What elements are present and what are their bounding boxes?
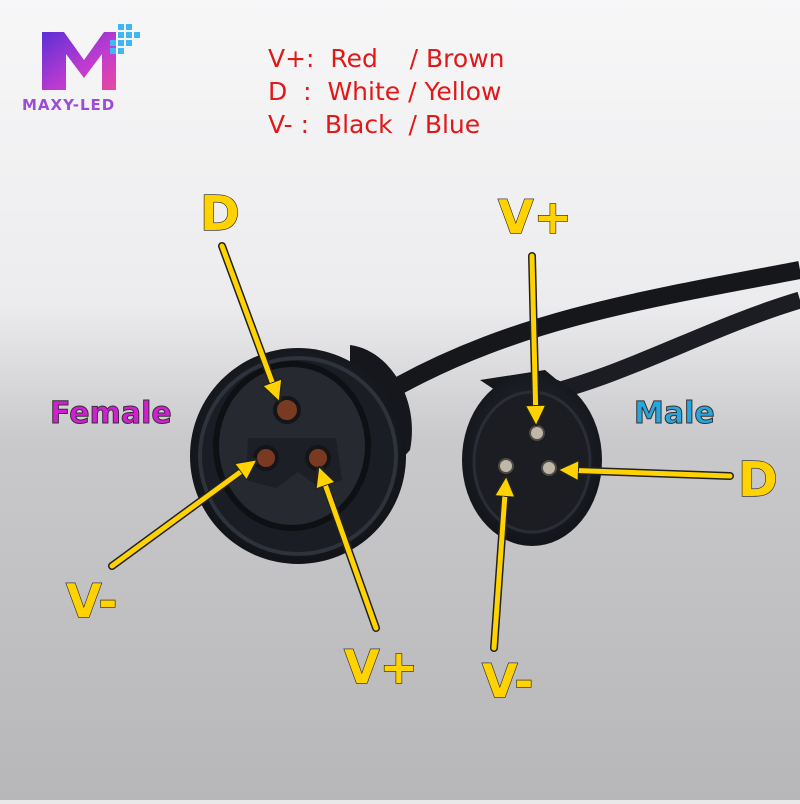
- maxy-led-logo: [18, 18, 158, 128]
- wire-color-legend: V+: Red / Brown D : White / Yellow V- : …: [268, 42, 505, 141]
- female-arrows: [108, 242, 380, 632]
- brand-name: MAXY-LED: [22, 96, 116, 114]
- female-pin-vplus-label: V+: [343, 639, 419, 694]
- maxy-logo-icon: [42, 24, 140, 90]
- legend-line-data: D : White / Yellow: [268, 77, 502, 106]
- male-title: Male: [634, 396, 716, 432]
- female-title: Female: [50, 396, 173, 432]
- male-arrows: [490, 252, 734, 652]
- male-pin-vplus-label: V+: [497, 189, 573, 244]
- female-pin-d-label: D: [199, 185, 240, 242]
- legend-line-vminus: V- : Black / Blue: [268, 110, 481, 139]
- legend-line-vplus: V+: Red / Brown: [268, 44, 505, 73]
- male-pin-vminus-label: V-: [481, 653, 534, 708]
- male-pin-d-label: D: [737, 451, 778, 508]
- female-connector: [190, 345, 412, 564]
- female-pin-vminus-label: V-: [65, 573, 118, 628]
- cable-upper: [395, 261, 800, 393]
